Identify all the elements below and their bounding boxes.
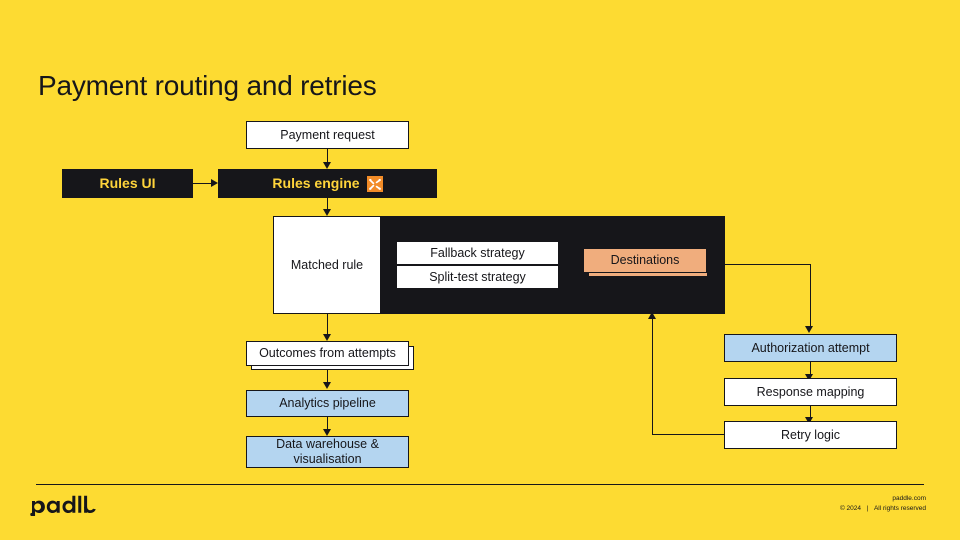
- node-analytics-pipeline[interactable]: Analytics pipeline: [246, 390, 409, 417]
- node-destinations-label: Destinations: [610, 253, 680, 267]
- node-rules-ui[interactable]: Rules UI: [62, 169, 193, 198]
- footer-rights: All rights reserved: [873, 504, 926, 512]
- arrowhead-into-rules-engine: [322, 162, 331, 169]
- footer-divider: [36, 484, 924, 486]
- node-split-test-strategy[interactable]: Split-test strategy: [396, 264, 559, 289]
- node-matched-rule[interactable]: Matched rule: [273, 216, 381, 314]
- node-payment-request[interactable]: Payment request: [246, 121, 409, 149]
- footer-meta: paddle.com © 2024 | All rights reserved: [840, 494, 926, 514]
- node-rules-ui-label: Rules UI: [99, 175, 156, 192]
- arrowhead-into-warehouse: [322, 429, 331, 436]
- connector-matched-rule-to-outcomes: [327, 314, 329, 337]
- node-retry-logic-label: Retry logic: [780, 427, 841, 442]
- node-data-warehouse[interactable]: Data warehouse & visualisation: [246, 436, 409, 468]
- node-fallback-strategy[interactable]: Fallback strategy: [396, 241, 559, 265]
- connector-outcomes-to-analytics: [327, 370, 329, 385]
- arrowhead-into-authorization: [805, 326, 814, 333]
- arrowhead-into-matched-rule: [322, 209, 331, 216]
- node-authorization-attempt-label: Authorization attempt: [751, 340, 870, 355]
- connector-retry-to-panel-h: [652, 434, 725, 436]
- node-response-mapping-label: Response mapping: [756, 384, 865, 399]
- node-rules-engine-label: Rules engine: [272, 175, 360, 192]
- node-matched-rule-label: Matched rule: [290, 257, 364, 272]
- connector-analytics-to-warehouse: [327, 417, 329, 432]
- arrowhead-into-response-mapping: [805, 374, 814, 381]
- arrowhead-into-outcomes: [322, 334, 331, 341]
- node-outcomes-label: Outcomes from attempts: [259, 346, 396, 360]
- page-title: Payment routing and retries: [38, 70, 377, 101]
- arrowhead-into-retry-logic: [805, 417, 814, 424]
- footer-legal: © 2024 | All rights reserved: [840, 504, 926, 514]
- connector-retry-to-panel-v: [652, 318, 654, 434]
- node-destinations[interactable]: Destinations: [583, 248, 707, 273]
- node-data-warehouse-label: Data warehouse & visualisation: [276, 437, 379, 466]
- footer-copyright: © 2024: [839, 504, 861, 512]
- node-fallback-strategy-label: Fallback strategy: [430, 246, 525, 260]
- node-outcomes-from-attempts[interactable]: Outcomes from attempts: [246, 341, 409, 366]
- connector-rules-engine-to-matched-rule: [327, 198, 329, 212]
- footer-separator: |: [866, 504, 869, 512]
- shuffle-icon: [366, 175, 383, 192]
- node-rules-engine[interactable]: Rules engine: [218, 169, 437, 198]
- node-analytics-pipeline-label: Analytics pipeline: [279, 396, 376, 410]
- node-payment-request-label: Payment request: [280, 127, 375, 142]
- node-response-mapping[interactable]: Response mapping: [724, 378, 897, 406]
- connector-authorization-to-response: [809, 362, 811, 377]
- arrowhead-into-analytics: [322, 382, 331, 389]
- node-authorization-attempt[interactable]: Authorization attempt: [724, 334, 897, 362]
- arrowhead-into-panel-bottom: [647, 312, 656, 319]
- footer-domain: paddle.com: [892, 495, 926, 502]
- node-split-test-strategy-label: Split-test strategy: [429, 269, 526, 284]
- arrowhead-into-rules-engine-left: [211, 178, 218, 187]
- connector-payment-request-to-rules-engine: [327, 149, 329, 166]
- connector-panel-to-authorization-v: [809, 264, 811, 328]
- connector-response-to-retry: [809, 406, 811, 421]
- connector-rules-ui-to-rules-engine: [193, 183, 213, 185]
- connector-panel-to-authorization-h: [725, 264, 811, 266]
- node-retry-logic[interactable]: Retry logic: [724, 421, 897, 449]
- paddle-logo: [30, 494, 96, 516]
